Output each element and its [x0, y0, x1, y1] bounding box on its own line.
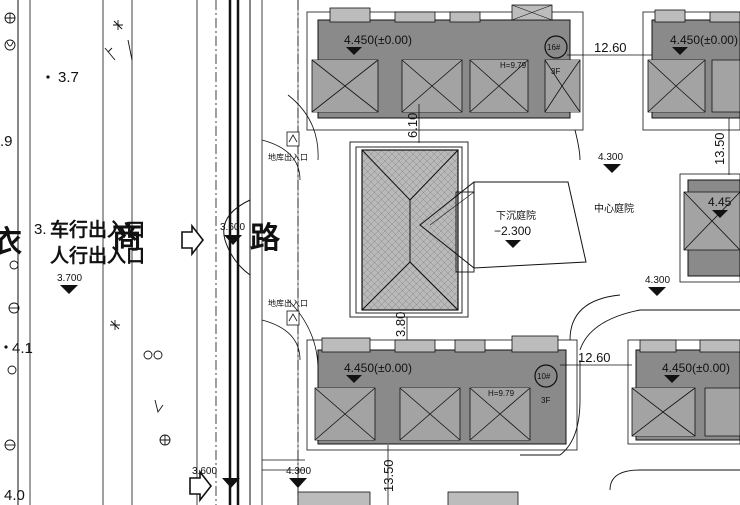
dimension-13-50-right: 13.50 — [712, 132, 727, 165]
sunken-courtyard: 下沉庭院 −2.300 — [419, 181, 587, 269]
floor-elevation: 4.45 — [708, 195, 732, 209]
elevation-marker — [505, 240, 521, 248]
central-building — [349, 141, 475, 318]
building-right-middle: 4.45 — [679, 173, 740, 283]
dimension-13-50-bottom: 13.50 — [381, 459, 396, 492]
sunken-courtyard-elevation: −2.300 — [494, 224, 531, 238]
building-10: 4.450(±0.00) H=9.79 10# 3F — [306, 335, 578, 451]
floor-elevation: 4.450(±0.00) — [662, 361, 730, 375]
building-floors: 3F — [541, 396, 550, 405]
garage-entry-top: 地库出入口 — [268, 131, 308, 162]
garage-entry-label: 地库出入口 — [268, 152, 308, 162]
road-label: 路 — [250, 222, 281, 255]
building-number: 16# — [547, 43, 561, 52]
road-char-left: 衣 — [0, 226, 22, 259]
elevation-marker — [712, 210, 728, 218]
elevation-marker — [664, 375, 680, 383]
dimension-3-80: 3.80 — [393, 312, 408, 337]
garage-entry-label: 地库出入口 — [268, 298, 308, 308]
building-partial-bottom — [447, 491, 519, 505]
building-floors: 3F — [551, 67, 560, 76]
garage-entry-bottom: 地库出入口 — [268, 298, 308, 326]
tree-symbols — [4, 12, 171, 451]
elevation-4300-courtyard: 4.300 — [598, 152, 623, 163]
floor-elevation: 4.450(±0.00) — [344, 33, 412, 47]
road-char-mid: 商 — [112, 222, 142, 255]
building-number-badge — [534, 364, 558, 388]
elevation-4-0: 4.0 — [4, 487, 25, 504]
elevation-marker — [346, 375, 362, 383]
dimension-12-60-bottom: 12.60 — [578, 350, 611, 365]
elevation-edge-3: 3. — [34, 221, 47, 238]
vehicle-entry-label: 车行出入口 — [50, 218, 145, 241]
building-number-badge — [544, 35, 568, 59]
elevation-dot — [46, 75, 50, 79]
elevation-marker — [60, 285, 78, 294]
elevation-marker — [603, 164, 621, 173]
central-courtyard-label: 中心庭院 — [594, 202, 634, 215]
building-partial-bottom — [297, 491, 371, 505]
elevation-4300-bottom: 4.300 — [286, 466, 311, 477]
entry-arrow-icon — [189, 469, 213, 503]
site-paths — [520, 129, 740, 491]
elevation-3600-top: 3.600 — [220, 222, 245, 233]
building-top-right: 4.450(±0.00) — [642, 9, 740, 131]
floor-elevation: 4.450(±0.00) — [670, 33, 738, 47]
elevation-marker — [289, 478, 307, 488]
sunken-courtyard-label: 下沉庭院 — [496, 209, 536, 222]
dimension-12-60-top: 12.60 — [594, 40, 627, 55]
dimension-6-10: 6.10 — [405, 113, 420, 138]
building-height: H=9.79 — [500, 61, 527, 70]
elevation-3600-bottom: 3.600 — [192, 466, 217, 477]
floor-elevation: 4.450(±0.00) — [344, 361, 412, 375]
elevation-3700: 3.700 — [57, 273, 82, 284]
elevation-3-7: 3.7 — [58, 69, 79, 86]
left-road-lines — [17, 0, 319, 505]
entry-arrow-icon — [181, 223, 205, 257]
elevation-4-1: 4.1 — [12, 340, 33, 357]
building-number: 10# — [537, 372, 551, 381]
building-height: H=9.79 — [488, 389, 515, 398]
building-bottom-right: 4.450(±0.00) — [627, 339, 740, 445]
pedestrian-entry-label: 人行出入口 — [50, 244, 145, 267]
building-16: 4.450(±0.00) H=9.79 16# 3F — [306, 4, 584, 131]
elevation-marker — [672, 47, 688, 55]
elevation-edge-9: .9 — [0, 133, 13, 150]
elevation-marker — [346, 47, 362, 55]
elevation-marker — [648, 287, 666, 296]
elevation-marker — [224, 235, 242, 245]
elevation-marker — [222, 478, 240, 488]
elevation-4300-right: 4.300 — [645, 275, 670, 286]
elevation-dot — [4, 345, 8, 349]
